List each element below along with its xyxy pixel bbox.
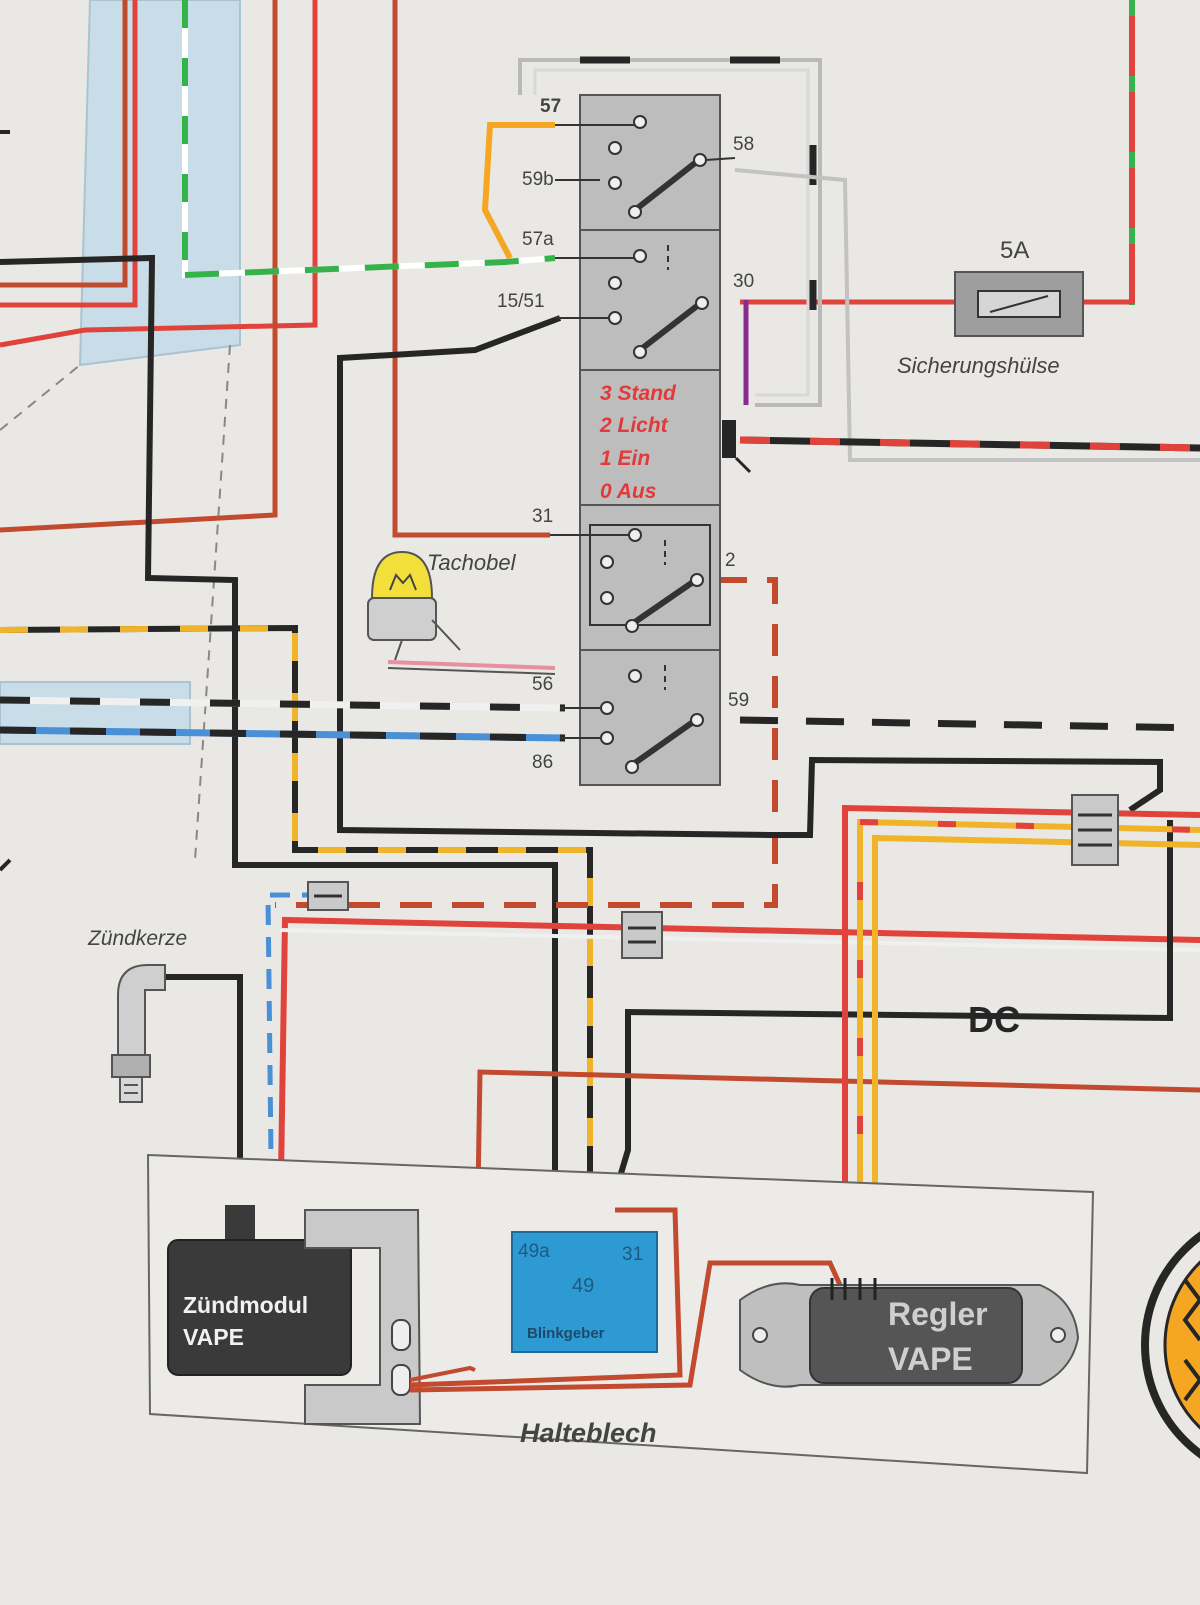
wire-orange-57 (481, 122, 555, 260)
terminal-31: 31 (532, 506, 553, 527)
switch-position-0: 0 Aus (600, 480, 656, 503)
regulator (739, 1278, 1080, 1388)
wire-grey-58 (734, 168, 1200, 462)
wire-black-49a (0, 254, 558, 1240)
spark-plug-label: Zündkerze (87, 927, 187, 950)
terminal-30: 30 (733, 271, 754, 292)
terminal-56: 56 (532, 674, 553, 695)
wire-brown-red-31 (392, 0, 550, 538)
wire-white-long (279, 928, 1200, 952)
lamp-icon (367, 550, 437, 641)
wire-black-dash-59 (739, 716, 1200, 732)
ignition-module-line2: VAPE (183, 1324, 244, 1350)
wire-white-57a (182, 255, 556, 279)
bracket-label: Halteblech (520, 1418, 657, 1448)
regulator-line2: VAPE (888, 1341, 973, 1377)
terminal-2: 2 (725, 550, 736, 571)
ignition-module (167, 1205, 352, 1376)
fuse-holder (954, 271, 1084, 337)
guide-dashed-vertical (194, 344, 231, 861)
flasher-unit (511, 1231, 658, 1353)
wire-red-1 (0, 0, 138, 308)
terminal-59b: 59b (522, 169, 554, 190)
flasher-terminal-49: 49 (572, 1275, 594, 1297)
terminal-57: 57 (540, 96, 561, 117)
cable-sleeve-blue (78, 0, 241, 367)
flasher-terminal-49a: 49a (518, 1241, 550, 1262)
terminal-1551: 15/51 (497, 291, 545, 312)
fuse-label: Sicherungshülse (897, 353, 1060, 378)
switch-output-connector (722, 420, 736, 458)
terminal-86: 86 (532, 752, 553, 773)
alternator-partial (1141, 1231, 1200, 1459)
wire-brown-red-1 (0, 0, 128, 288)
edge-mark-2 (0, 858, 12, 872)
wire-black-dash-56 (0, 696, 566, 712)
fuse-icon (989, 295, 1049, 313)
spark-plug-icon (111, 964, 243, 1200)
wire-red-long (277, 916, 1200, 1241)
wire-red-2 (0, 0, 318, 348)
connector-plate (304, 1209, 422, 1425)
switch-position-3: 3 Stand (600, 382, 677, 405)
fuse-rating: 5A (1000, 237, 1029, 264)
wire-brown-red-regler (409, 1260, 843, 1393)
connector-block-mid (621, 911, 663, 959)
wire-black-right-loop (770, 756, 1163, 838)
wire-pink-56 (387, 660, 556, 670)
switch-contact-frame (589, 524, 711, 626)
wire-green-dash-57a (184, 255, 556, 278)
switch-position-1: 1 Ein (600, 447, 650, 470)
wire-yellow-dash (0, 624, 593, 1240)
switch-contacts-4 (560, 665, 704, 774)
terminal-58: 58 (733, 134, 754, 155)
wire-black-dash-86 (0, 726, 566, 742)
lamp-label: Tachobel (427, 550, 517, 575)
wire-red-stripe-regler (857, 818, 1200, 1290)
flasher-terminal-31: 31 (622, 1244, 643, 1265)
wire-grey-loop-outer (518, 58, 822, 407)
flasher-label: Blinkgeber (527, 1325, 605, 1342)
wire-grey-loop-inner (533, 68, 810, 397)
connector-pin-1 (391, 1319, 411, 1351)
switch-position-2: 2 Licht (599, 414, 669, 437)
regulator-line1: Regler (888, 1296, 988, 1332)
dc-label: DC (968, 999, 1020, 1040)
wire-black-dc (607, 820, 1173, 1211)
wire-brown-red-2 (0, 0, 278, 533)
switch-contacts-1 (555, 115, 736, 219)
switch-contacts-3 (550, 528, 704, 633)
light-switch-body (579, 94, 721, 786)
switch-contacts-2 (555, 245, 709, 359)
ignition-module-line1: Zündmodul (183, 1292, 308, 1318)
connector-pin-2 (391, 1364, 411, 1396)
wire-black-1551 (337, 315, 771, 838)
wire-red-dash-right (739, 436, 1200, 452)
terminal-59: 59 (728, 690, 749, 711)
terminal-57a: 57a (522, 229, 554, 250)
wire-brown-red-flasher (409, 1207, 683, 1388)
wire-brown-dash-2 (275, 577, 778, 908)
